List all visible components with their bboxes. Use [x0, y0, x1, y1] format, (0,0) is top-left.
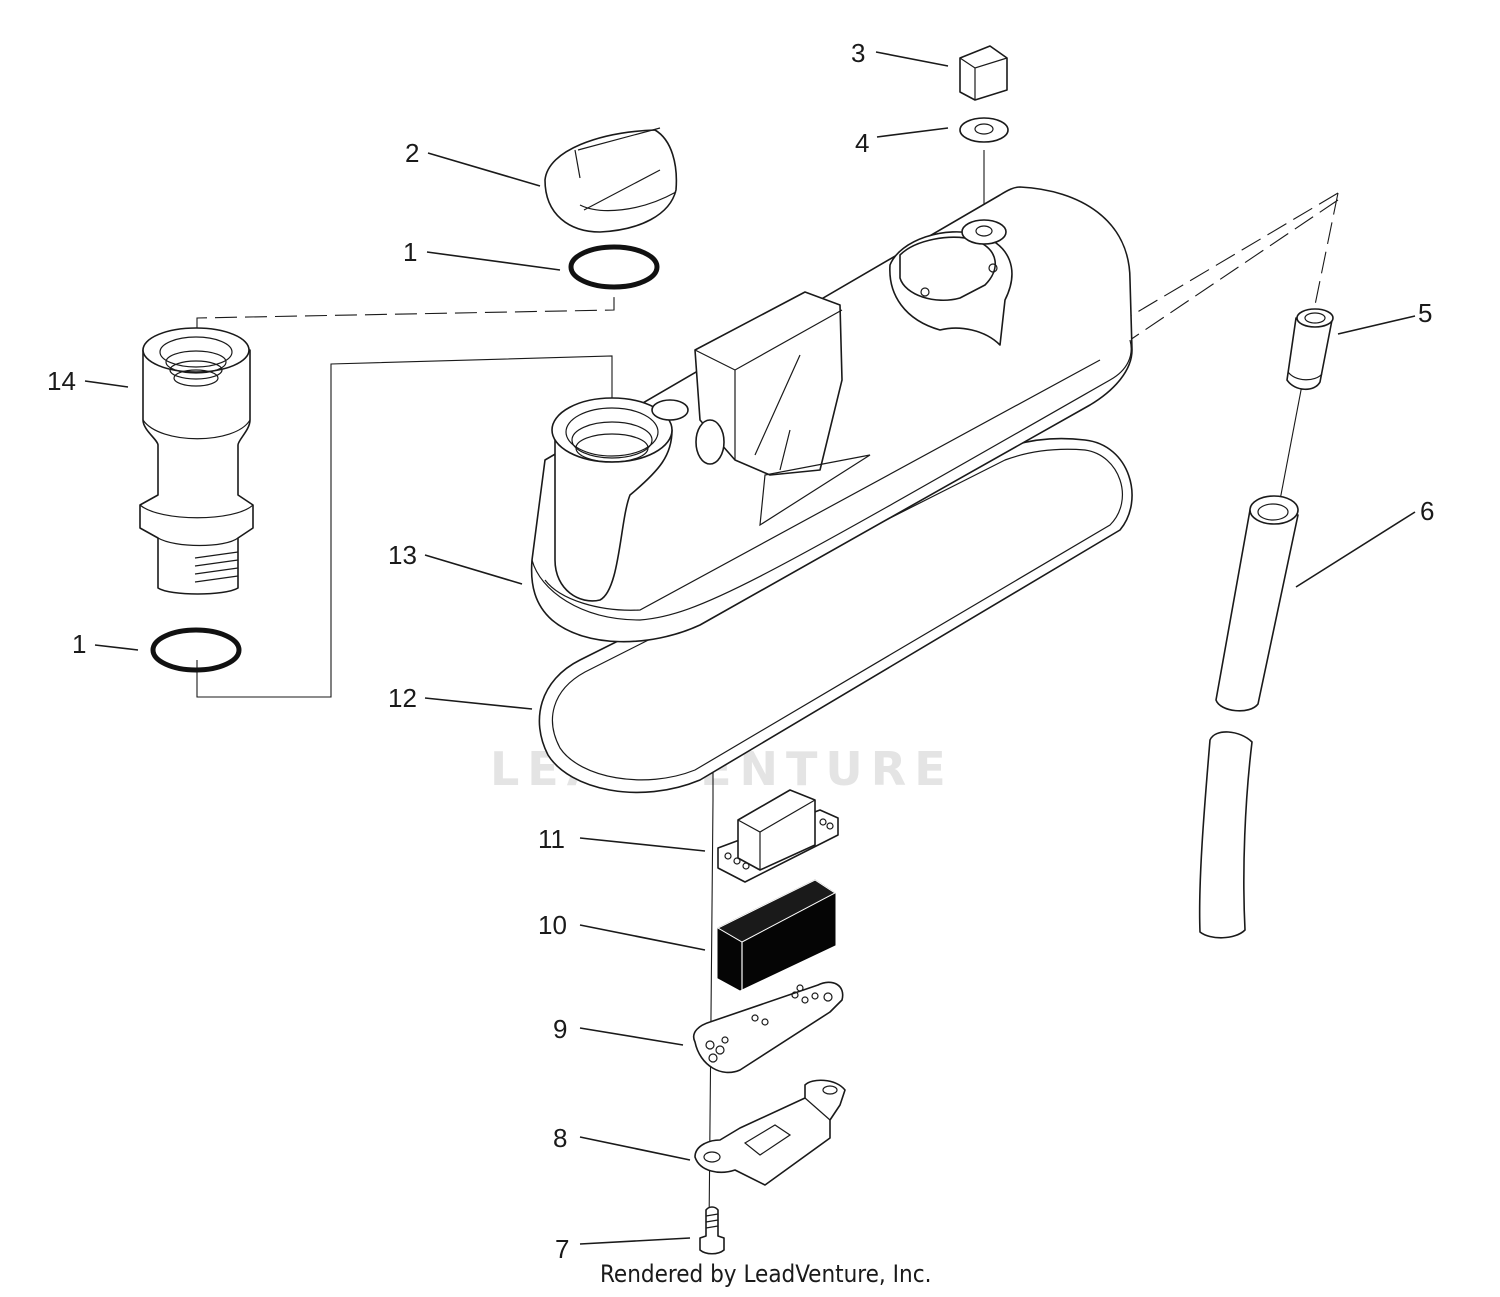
callout-1-lower: 1 [72, 629, 86, 659]
callout-14: 14 [47, 366, 76, 396]
part-7-screw [699, 1206, 725, 1255]
part-3-cap-nut [959, 45, 1008, 101]
callout-2: 2 [405, 138, 419, 168]
part-8-bracket [694, 1079, 846, 1186]
part-13-valve-cover [530, 186, 1133, 643]
callout-6: 6 [1420, 496, 1434, 526]
callout-11: 11 [538, 824, 565, 854]
part-2-fill-cap [544, 127, 678, 233]
callout-9: 9 [553, 1014, 567, 1044]
part-14-filler-neck [139, 327, 254, 595]
callout-labels: 3 4 2 1 14 1 5 6 13 12 11 10 9 8 7 [47, 38, 1434, 1264]
part-9-plate [692, 981, 844, 1074]
part-1-o-ring-lower [150, 627, 242, 673]
callout-7: 7 [555, 1234, 569, 1264]
part-10-filter-element [716, 879, 836, 991]
part-1-o-ring-upper [568, 244, 660, 290]
callout-1-upper: 1 [403, 237, 417, 267]
part-11-bracket [717, 789, 839, 883]
part-4-washer [959, 117, 1009, 143]
callout-3: 3 [851, 38, 865, 68]
callout-10: 10 [538, 910, 567, 940]
part-5-fitting [1286, 308, 1334, 391]
part-6-hose [1198, 495, 1299, 939]
credit-text: Rendered by LeadVenture, Inc. [600, 1260, 931, 1288]
callout-12: 12 [388, 683, 417, 713]
callout-13: 13 [388, 540, 417, 570]
leader-lines [84, 51, 1416, 1245]
callout-5: 5 [1418, 298, 1432, 328]
callout-8: 8 [553, 1123, 567, 1153]
callout-4: 4 [855, 128, 869, 158]
